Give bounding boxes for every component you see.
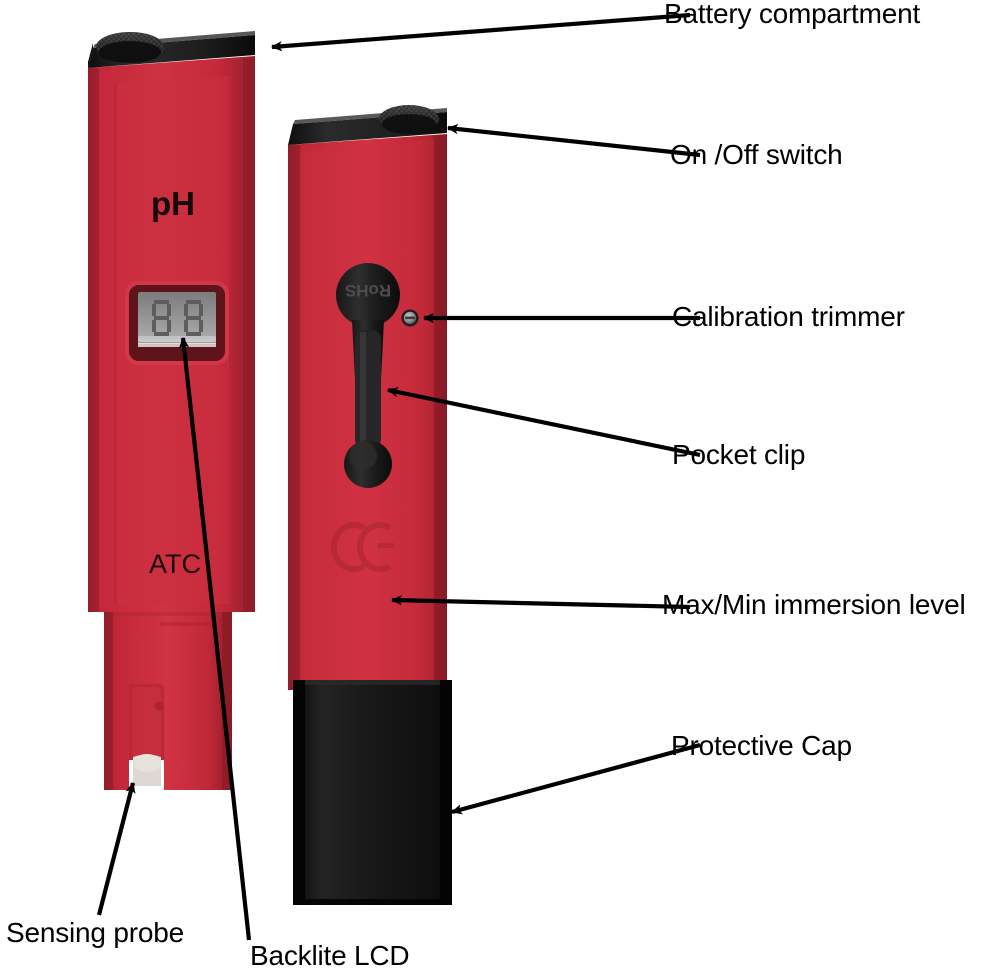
leader-pocket-clip — [387, 386, 701, 458]
ce-mark — [330, 522, 394, 572]
leader-sensing-probe — [96, 782, 136, 916]
leader-lines — [96, 12, 701, 941]
front-atc-label: ATC — [149, 549, 201, 579]
front-ph-label: pH — [151, 185, 195, 222]
protective-cap — [293, 680, 452, 905]
leader-battery-compartment — [271, 12, 691, 52]
leader-protective-cap — [451, 742, 701, 815]
annotation-label-protective-cap: Protective Cap — [671, 730, 852, 761]
annotation-label-calibration-trimmer: Calibration trimmer — [672, 301, 905, 332]
on-off-knob-front — [96, 32, 164, 63]
leader-immersion-level — [391, 595, 691, 610]
pocket-clip: RoHS — [336, 263, 400, 488]
annotation-label-lcd-display: Backlite LCD — [250, 940, 410, 971]
on-off-switch — [379, 105, 439, 134]
annotation-label-immersion-level: Max/Min immersion level — [662, 589, 966, 620]
annotation-label-battery-compartment: Battery compartment — [664, 0, 921, 29]
annotation-label-sensing-probe: Sensing probe — [6, 917, 184, 948]
rohs-label: RoHS — [345, 281, 391, 300]
annotation-label-pocket-clip: Pocket clip — [672, 439, 806, 470]
annotation-label-on-off-switch: On /Off switch — [670, 139, 843, 170]
calibration-trimmer — [401, 309, 419, 327]
leader-lcd-display — [178, 337, 252, 941]
device-front-view: pH — [88, 31, 255, 790]
leader-on-off-switch — [447, 123, 701, 158]
sensing-probe — [129, 684, 164, 790]
lcd-digits — [152, 300, 203, 336]
front-lower-shaft — [104, 612, 232, 790]
device-back-view: RoHS — [288, 105, 452, 905]
lcd-display — [138, 292, 216, 347]
